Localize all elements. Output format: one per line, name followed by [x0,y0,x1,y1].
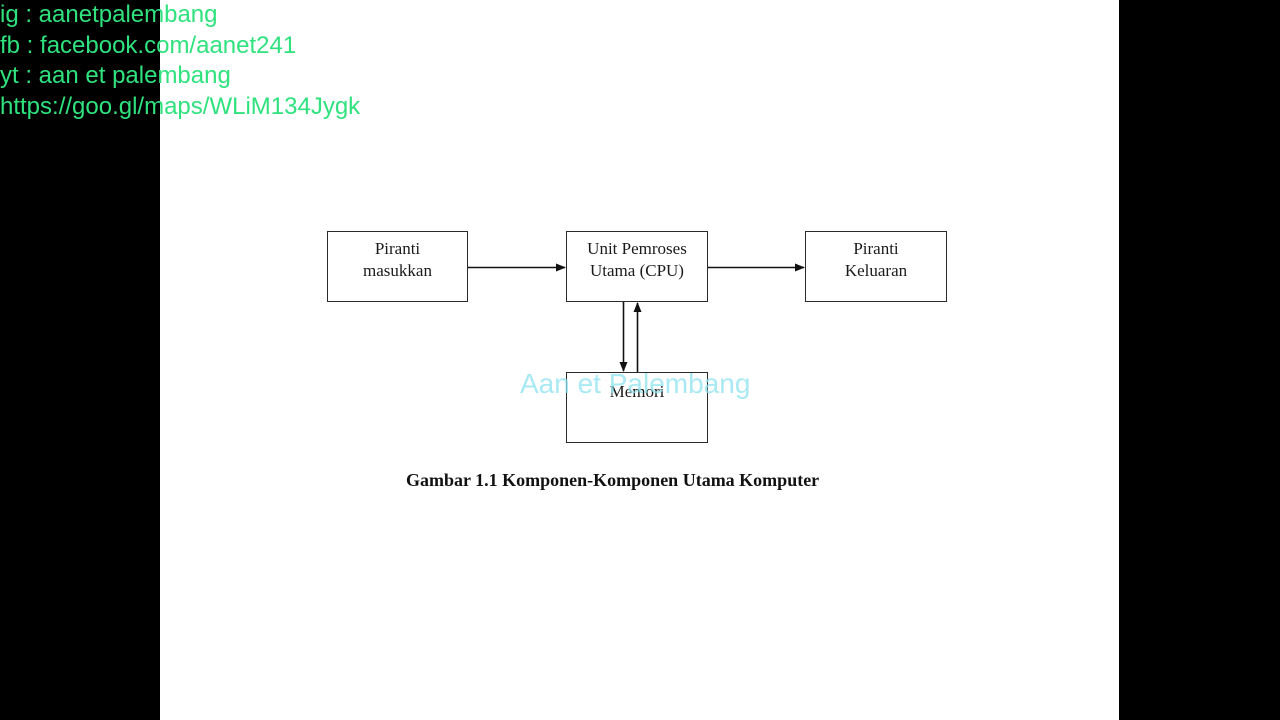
output-device-box: Piranti Keluaran [805,231,947,302]
instagram-handle: ig : aanetpalembang [0,1,218,28]
figure-caption: Gambar 1.1 Komponen-Komponen Utama Kompu… [406,470,820,490]
memory-label: Memori [609,382,665,401]
slide-page [160,0,1119,720]
cpu-label-line1: Unit Pemroses [587,239,687,258]
cpu-box: Unit Pemroses Utama (CPU) [566,231,708,302]
memory-box: Memori [566,372,708,443]
input-device-label-line2: masukkan [363,260,432,280]
watermark-text: Aan et Palembang [520,368,751,399]
maps-link: https://goo.gl/maps/WLiM134Jygk [0,92,361,120]
cpu-label-line2: Utama (CPU) [590,260,684,280]
input-device-box: Piranti masukkan [327,231,468,302]
youtube-channel: yt : aan et palembang [0,62,231,89]
facebook-link: fb : facebook.com/aanet241 [0,31,297,59]
social-links-overlay: ig : aanetpalembang fb : facebook.com/aa… [0,0,360,122]
output-device-label-line1: Piranti [853,239,899,258]
input-device-label-line1: Piranti [374,239,421,258]
output-device-label-line2: Keluaran [844,260,908,280]
